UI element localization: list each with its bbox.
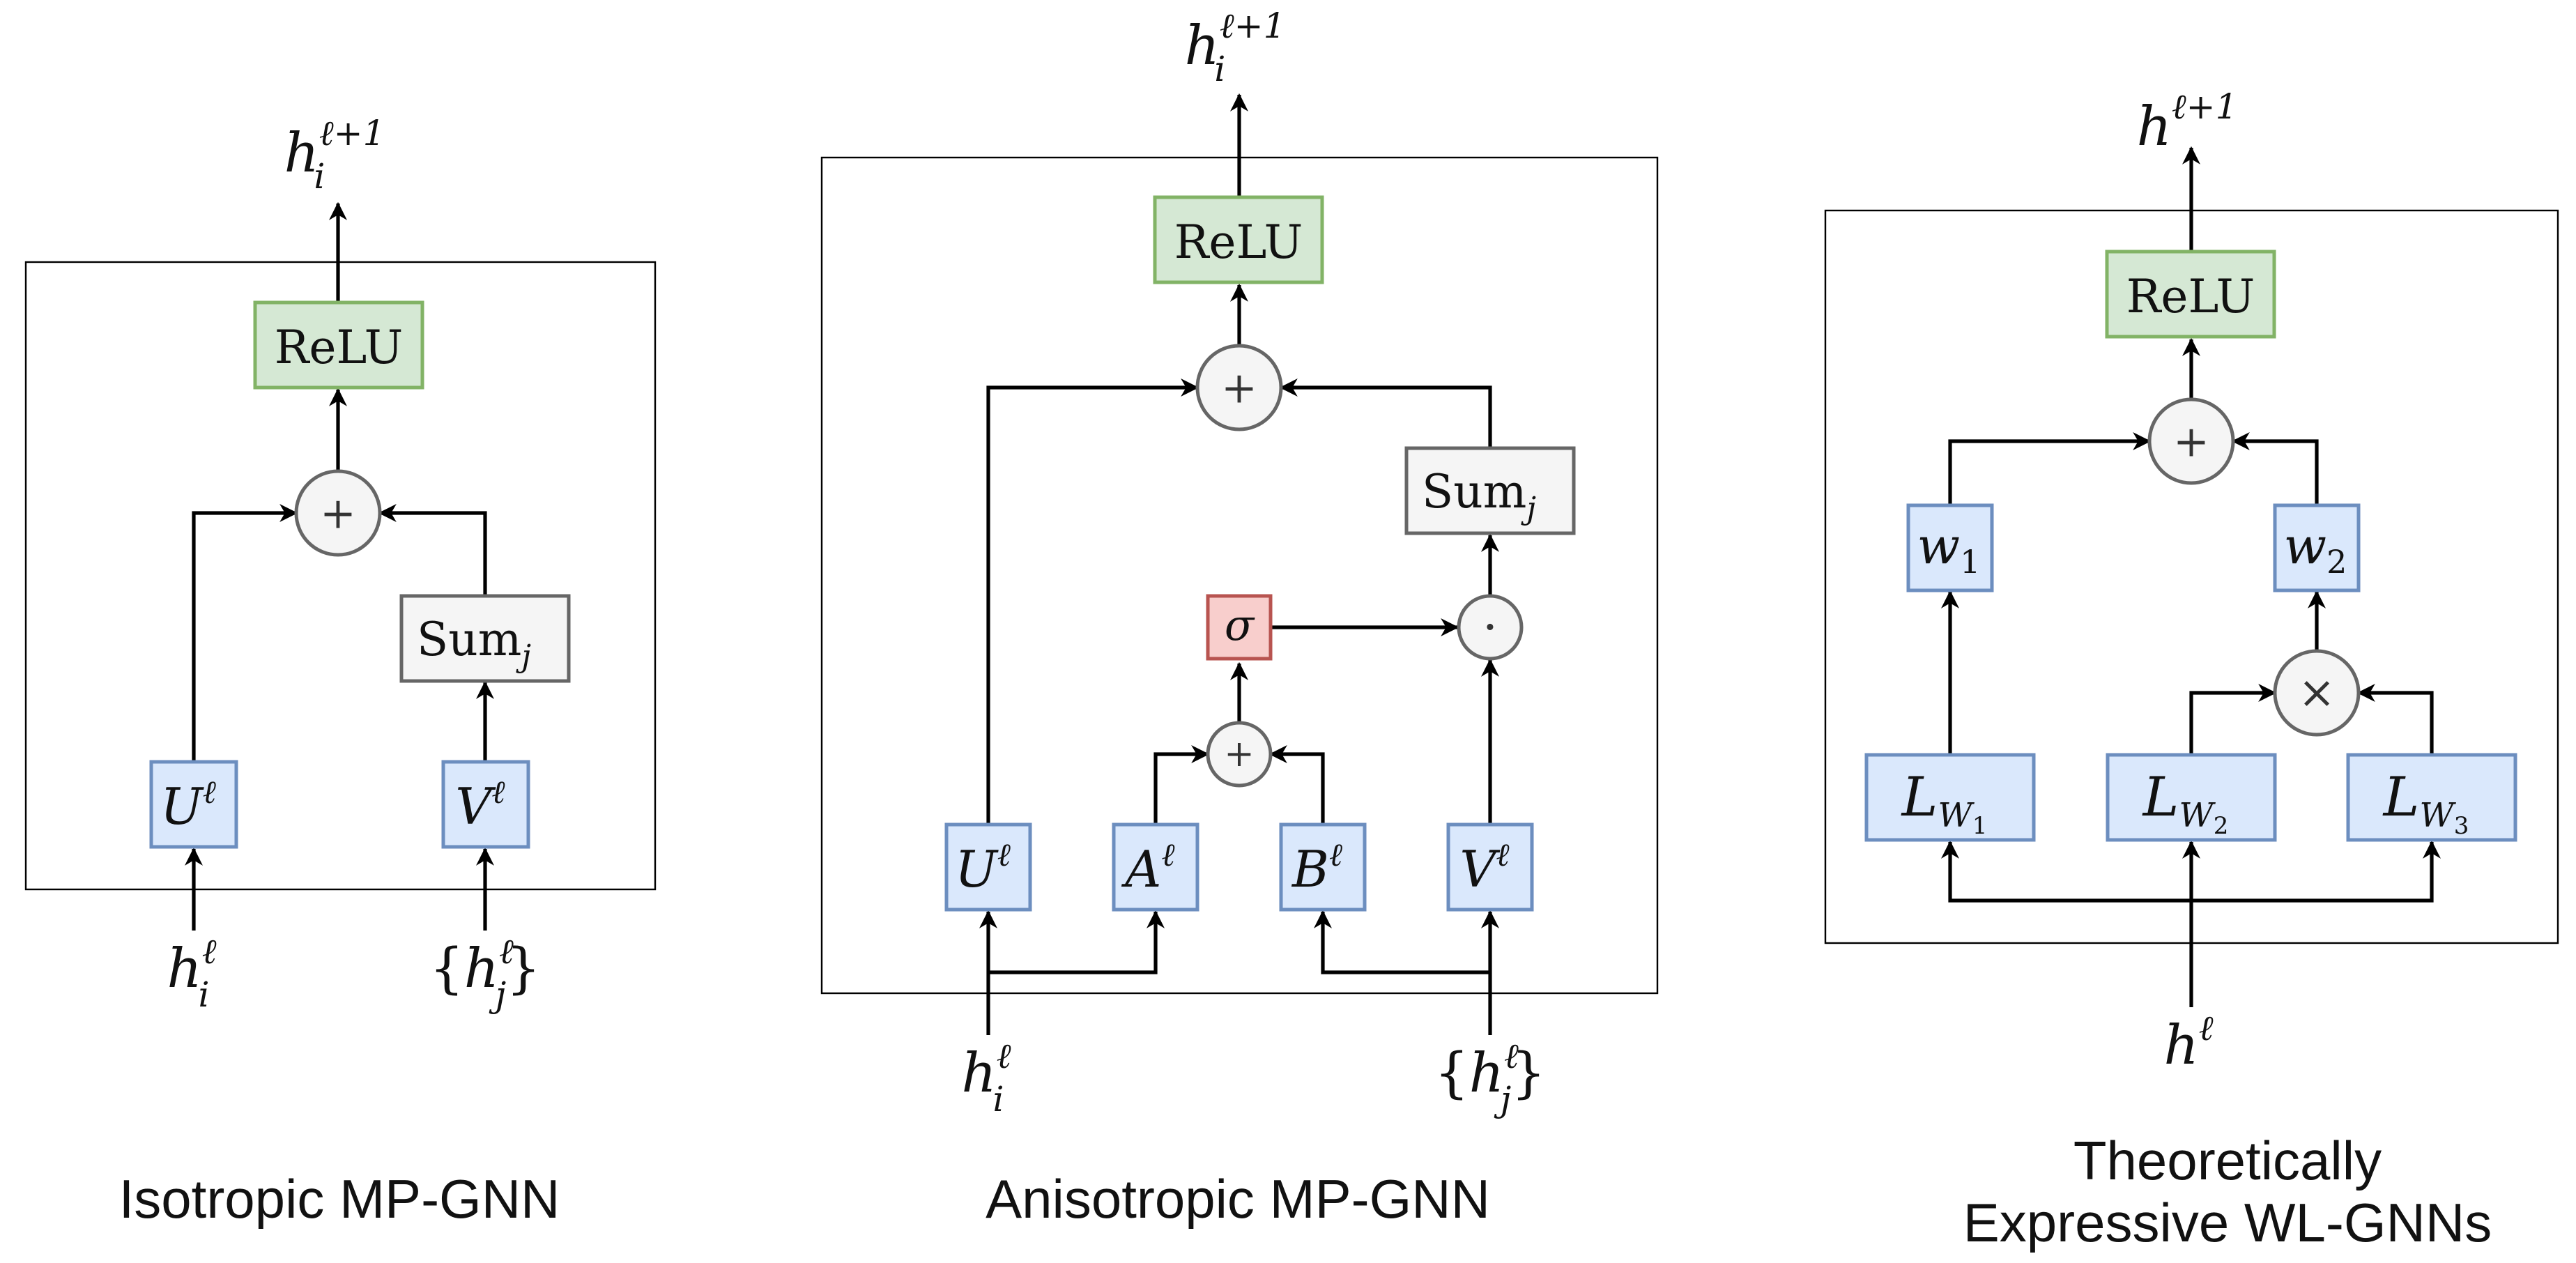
aniso-input-j-to-b-arrow: [1314, 910, 1490, 974]
iso-caption: Isotropic MP-GNN: [119, 1168, 560, 1230]
wl-plus-node: [2147, 397, 2235, 485]
wl-relu-box: [2105, 250, 2276, 339]
isotropic-frame: [24, 261, 657, 891]
wl-w1-label: w1: [1917, 516, 1981, 581]
wl-times-node: [2273, 649, 2361, 737]
aniso-b-label: Bℓ: [1291, 836, 1343, 898]
aniso-top-plus-node: [1195, 344, 1283, 431]
wl-caption-line2: Expressive WL-GNNs: [1963, 1192, 2492, 1253]
aniso-a-to-plus-arrow: [1153, 745, 1210, 823]
wl-w1-to-plus-arrow: [1948, 432, 2152, 504]
iso-relu-box: [253, 300, 424, 390]
wl-caption-line1: Theoretically: [2073, 1130, 2382, 1191]
wl-w1-box: [1906, 503, 1994, 592]
aniso-sigma-box: [1206, 594, 1273, 661]
iso-sum-to-plus-arrow: [378, 504, 487, 596]
wl-l1-label: LW1: [1901, 766, 1988, 840]
aniso-relu-box: [1153, 195, 1324, 284]
aniso-u-label: Uℓ: [955, 836, 1011, 898]
aniso-input-i-to-a-arrow: [988, 910, 1165, 974]
aniso-gate-plus-node: [1206, 721, 1273, 788]
wl-panel: ReLU + w1 w2 × LW1 LW2 LW3 hℓ+1 hℓ Theor…: [1824, 86, 2559, 1253]
iso-u-box: [149, 760, 238, 849]
aniso-sum-label: Sumj: [1422, 465, 1536, 526]
wl-l3-to-times-arrow: [2356, 684, 2434, 753]
wl-w2-label: w2: [2284, 516, 2347, 581]
iso-v-label: Vℓ: [455, 773, 505, 836]
iso-sum-label: Sumj: [417, 613, 531, 674]
aniso-top-plus-symbol: +: [1221, 362, 1257, 413]
iso-v-box: [441, 760, 530, 849]
iso-u-to-plus-arrow: [192, 504, 298, 760]
wl-l1-box: [1864, 753, 2036, 842]
aniso-sum-box: [1404, 446, 1576, 535]
iso-sum-box: [399, 594, 571, 683]
wl-input-to-l3-arrow: [2191, 840, 2441, 903]
aniso-sigma-label: σ: [1225, 599, 1255, 650]
aniso-gate-plus-symbol: +: [1224, 733, 1255, 775]
iso-u-label: Uℓ: [160, 773, 217, 836]
aniso-a-label: Aℓ: [1121, 836, 1175, 898]
wl-l3-box: [2346, 753, 2517, 842]
aniso-v-label: Vℓ: [1459, 836, 1510, 898]
iso-plus-node: [294, 469, 382, 557]
wl-l2-to-times-arrow: [2189, 684, 2277, 753]
wl-l2-box: [2106, 753, 2277, 842]
aniso-u-box: [944, 822, 1032, 912]
wl-plus-symbol: +: [2173, 416, 2209, 467]
aniso-dot-node: [1457, 594, 1524, 661]
wl-w2-to-plus-arrow: [2231, 432, 2319, 504]
wl-l2-label: LW2: [2142, 766, 2229, 840]
wl-output-label: hℓ+1: [2137, 86, 2238, 158]
aniso-caption: Anisotropic MP-GNN: [986, 1168, 1490, 1230]
aniso-dot-symbol: ·: [1482, 599, 1498, 656]
wl-input-to-l1-arrow: [1941, 840, 2191, 903]
wl-input-label: hℓ: [2163, 1008, 2213, 1077]
aniso-relu-label: ReLU: [1174, 215, 1303, 269]
wl-w2-box: [2273, 503, 2361, 592]
wl-l3-label: LW3: [2382, 766, 2469, 840]
aniso-v-box: [1446, 822, 1534, 912]
aniso-sum-to-plus-arrow: [1279, 378, 1492, 447]
iso-plus-symbol: +: [320, 488, 356, 539]
aniso-b-to-plus-arrow: [1268, 745, 1325, 823]
aniso-u-to-plus-arrow: [986, 378, 1199, 823]
iso-relu-label: ReLU: [275, 321, 404, 374]
aniso-b-box: [1279, 822, 1367, 912]
wl-relu-label: ReLU: [2126, 270, 2255, 323]
aniso-a-box: [1112, 822, 1199, 912]
wl-times-symbol: ×: [2298, 667, 2336, 719]
